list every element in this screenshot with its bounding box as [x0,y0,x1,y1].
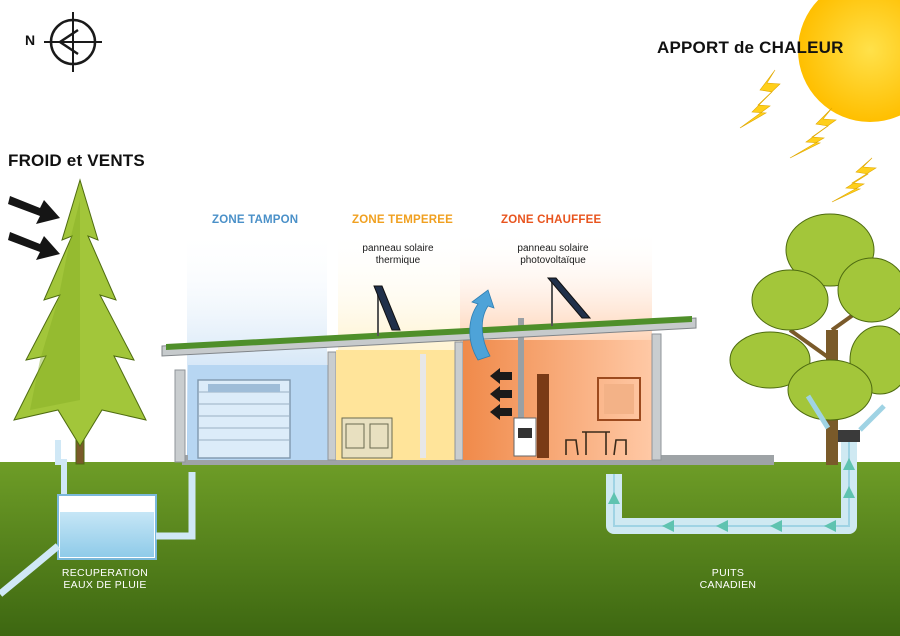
canadian-well [606,394,886,534]
thermal-panel-caption-line1: panneau solaire [362,243,434,254]
heat-gain-label: APPORT de CHALEUR [657,38,844,57]
air-exhaust-arrow [469,289,495,361]
cold-wind-label: FROID et VENTS [8,151,145,170]
thermal-panel-caption: panneau solaire thermique [353,243,443,266]
pv-panel-caption: panneau solaire photovoltaïque [505,243,601,266]
deciduous-tree [729,213,900,465]
canadian-well-caption: PUITS CANADIEN [688,567,768,591]
green-roof [166,316,692,350]
chimney [518,318,524,442]
compass-north-label: N [25,32,36,48]
laundry-furniture [341,417,393,459]
rainwater-caption: RECUPERATION EAUX DE PLUIE [50,567,160,591]
canadian-well-caption-line1: PUITS [711,567,745,579]
garage-door [197,379,291,459]
canadian-well-caption-line2: CANADIEN [699,579,757,592]
rainwater-caption-line1: RECUPERATION [61,567,149,579]
fir-tree [13,178,147,465]
sun-rays [739,69,877,203]
sun [798,0,900,122]
pv-panel-caption-line1: panneau solaire [517,243,589,254]
bookcase [537,374,549,458]
thermal-solar-panel [373,285,401,336]
rainwater-caption-line2: EAUX DE PLUIE [63,579,147,592]
zone-heated-title: ZONE CHAUFFEE [501,214,602,226]
wind-arrows [8,196,60,260]
zone-temperate-title: ZONE TEMPEREE [352,214,454,226]
zone-buffer-title: ZONE TAMPON [212,214,299,226]
photovoltaic-solar-panel [546,277,592,326]
wall-frame [597,377,641,421]
house [161,316,774,465]
dining-set [565,431,627,456]
heat-flow-arrows [490,368,512,420]
pv-panel-caption-line2: photovoltaïque [520,254,586,266]
compass-icon [44,12,102,72]
rainwater-tank [0,440,196,597]
thermal-panel-caption-line2: thermique [375,254,421,266]
